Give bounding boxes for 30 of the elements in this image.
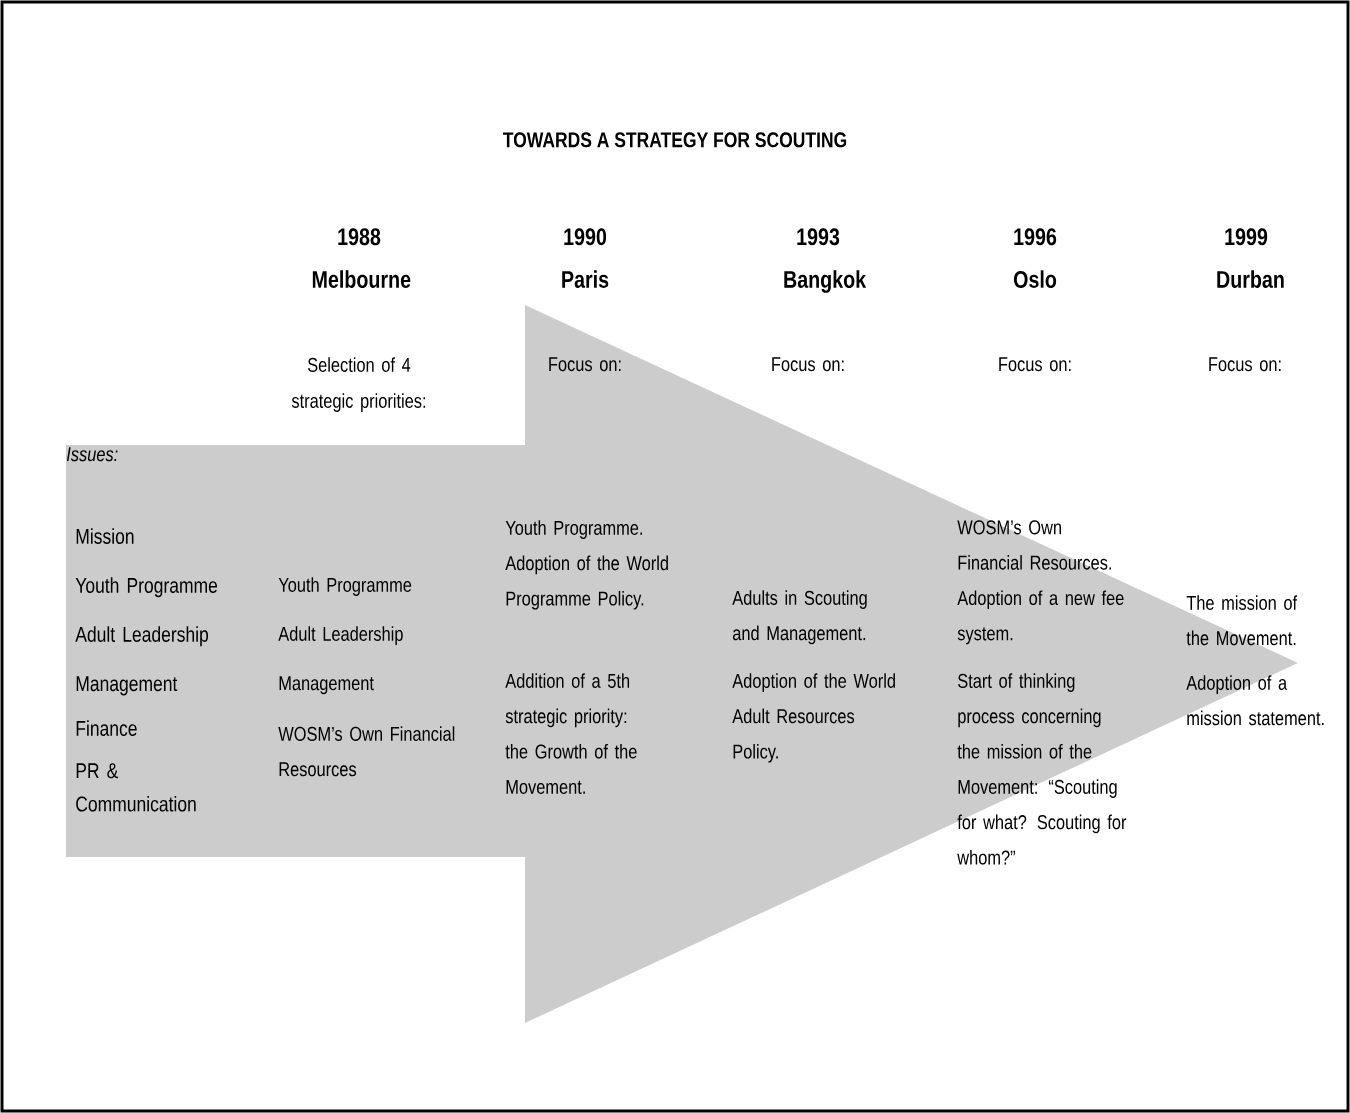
- body-text: WOSM’s Own Financial Resources. Adoption of a new fee system.: [957, 520, 1124, 645]
- year-heading: 1993 Bangkok: [784, 228, 867, 293]
- column-subheading: Focus on:: [549, 357, 621, 372]
- year-heading: 1996 Oslo: [1013, 228, 1057, 288]
- body-text: Adults in Scouting and Management.: [732, 590, 867, 645]
- column-subheading: Focus on:: [772, 357, 844, 372]
- issue-item: Youth Programme: [75, 577, 218, 598]
- issue-item: Adult Leadership: [75, 626, 209, 647]
- body-text: Management: [279, 676, 374, 695]
- issue-item: Management: [76, 676, 178, 696]
- year-heading: 1999 Durban: [1217, 228, 1284, 288]
- body-text: Adoption of the World Adult Resources Policy.: [732, 673, 895, 763]
- column-subheading: Selection of 4 strategic priorities:: [291, 357, 426, 412]
- title: TOWARDS A STRATEGY FOR SCOUTING: [503, 132, 847, 148]
- body-text: Youth Programme. Adoption of the World Programme Policy.: [505, 520, 668, 610]
- column-subheading: Focus on:: [999, 357, 1071, 372]
- body-text: Addition of a 5th strategic priority: the Growth of the Movement.: [505, 673, 637, 794]
- year-heading: 1988 Melbourne: [312, 228, 411, 288]
- body-text: Adoption of a mission statement.: [1186, 675, 1324, 726]
- body-text: The mission of the Movement.: [1186, 595, 1298, 646]
- issue-item: Mission: [76, 528, 134, 544]
- issue-item: PR & Communication: [76, 763, 196, 812]
- body-text: Adult Leadership: [278, 626, 403, 645]
- year-heading: 1990 Paris: [562, 228, 609, 288]
- issue-item: Finance: [76, 720, 137, 736]
- body-text: Start of thinking process concerning the mission of the Movement: “Scouting for what? Scouting for whom?”: [957, 673, 1127, 865]
- issues-heading: Issues:: [66, 447, 118, 462]
- body-text: WOSM’s Own Financial Resources: [278, 726, 455, 777]
- body-text: Youth Programme: [278, 577, 412, 596]
- column-subheading: Focus on:: [1209, 357, 1281, 372]
